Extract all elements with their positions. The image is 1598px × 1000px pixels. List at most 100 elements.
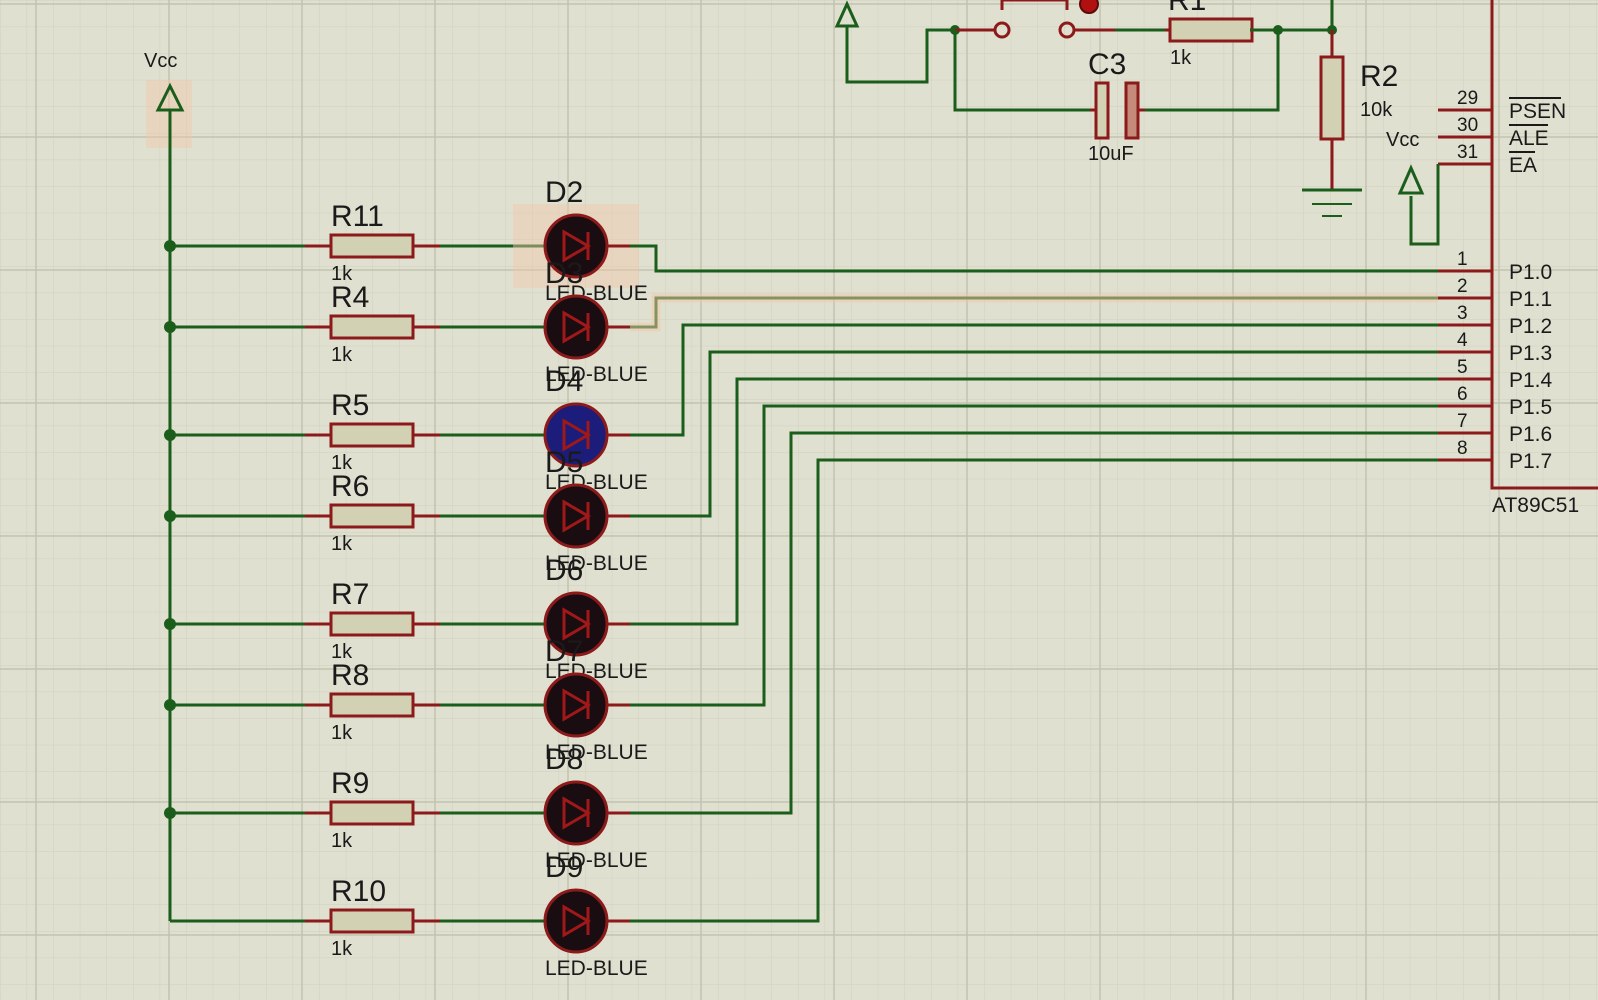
button-indicator-icon[interactable] [1079,0,1099,14]
power-arrow-icon [834,0,860,28]
r1-ref-label: R1 [1168,0,1206,17]
resistor-value-label: 1k [331,533,353,555]
led-body[interactable] [543,672,609,738]
c3-plate-negative[interactable] [1124,81,1140,140]
mcu-pin-label: ALE [1509,127,1549,150]
c3-wire-left [953,30,1090,112]
mcu-port-pin-label: P1.7 [1509,450,1552,473]
resistor-ref-label: R7 [331,578,369,611]
led-body[interactable] [543,213,609,279]
mcu-port-pin-label: P1.4 [1509,369,1553,392]
mcu-port-pin-number: 2 [1457,276,1468,297]
diode-icon [562,688,591,722]
resistor-value-label: 1k [331,641,353,663]
resistor[interactable] [329,233,415,259]
diode-icon [562,310,591,344]
vcc-left-label: Vcc [144,50,177,72]
c3-wire-right [1140,30,1280,112]
button-actuator[interactable] [1000,0,1069,10]
junction-dot [164,240,176,252]
resistor[interactable] [329,314,415,340]
r1-value-label: 1k [1170,47,1192,69]
power-arrow-icon [1397,164,1425,195]
led-type-label: LED-BLUE [545,363,648,386]
led-body[interactable] [543,888,609,954]
mcu-name-label: AT89C51 [1492,494,1579,517]
resistor-value-label: 1k [331,938,353,960]
mcu-port-pin-label: P1.3 [1509,342,1552,365]
junction-dot [164,618,176,630]
port-wire [630,377,1438,626]
port-wire [630,404,1438,707]
r2-value-label: 10k [1360,99,1393,121]
led-body[interactable] [543,402,609,468]
led-body[interactable] [543,591,609,657]
led-type-label: LED-BLUE [545,957,648,980]
mcu-pin-number: 31 [1457,142,1478,163]
diode-icon [562,607,591,641]
diode-icon [562,499,591,533]
led-ref-label: D6 [545,554,583,587]
mcu-port-pin-label: P1.1 [1509,288,1552,311]
mcu-port-pin-number: 5 [1457,357,1468,378]
r2-resistor[interactable] [1319,55,1345,141]
junction-dot [164,321,176,333]
resistor-ref-label: R8 [331,659,369,692]
led-ref-label: D8 [545,743,583,776]
resistor[interactable] [329,908,415,934]
junction-dot [164,429,176,441]
c3-value-label: 10uF [1088,143,1134,165]
port-wire [630,350,1438,518]
led-type-label: LED-BLUE [545,552,648,575]
mcu-port-pin-number: 3 [1457,303,1468,324]
diode-icon [562,904,591,938]
port-wire [630,431,1438,815]
junction-dot [164,807,176,819]
mcu-pin-number: 30 [1457,115,1478,136]
resistor-ref-label: R10 [331,875,386,908]
led-body[interactable] [543,294,609,360]
resistor[interactable] [329,692,415,718]
led-body[interactable] [543,780,609,846]
resistor[interactable] [329,422,415,448]
resistor[interactable] [329,611,415,637]
net-highlight [630,293,1438,332]
resistor-ref-label: R9 [331,767,369,800]
mcu-port-pin-number: 1 [1457,249,1468,270]
resistor-value-label: 1k [331,344,353,366]
junction-dot [164,510,176,522]
resistor[interactable] [329,503,415,529]
resistor-value-label: 1k [331,830,353,852]
reset-circuit[interactable]: R1 1k C3 10uF R2 10k [834,0,1398,217]
c3-plate-positive[interactable] [1094,81,1110,140]
mcu-pin-label: EA [1509,154,1537,177]
mcu-vcc-label: Vcc [1386,129,1419,151]
resistor-value-label: 1k [331,452,353,474]
mcu-port-pin-number: 4 [1457,330,1468,351]
led-body[interactable] [543,483,609,549]
mcu-port-pin-number: 8 [1457,438,1468,459]
led-ref-label: D5 [545,446,583,479]
led-ref-label: D7 [545,635,583,668]
resistor[interactable] [329,800,415,826]
mcu-port-pin-label: P1.6 [1509,423,1552,446]
led-rows[interactable]: R111kD2LED-BLUER41kD3LED-BLUER51kD4LED-B… [164,176,648,980]
resistor-value-label: 1k [331,722,353,744]
r1-resistor[interactable] [1168,17,1254,43]
diode-icon [562,796,591,830]
led-ref-label: D2 [545,176,583,209]
led-type-label: LED-BLUE [545,849,648,872]
port-wire [630,458,1438,923]
led-type-label: LED-BLUE [545,741,648,764]
